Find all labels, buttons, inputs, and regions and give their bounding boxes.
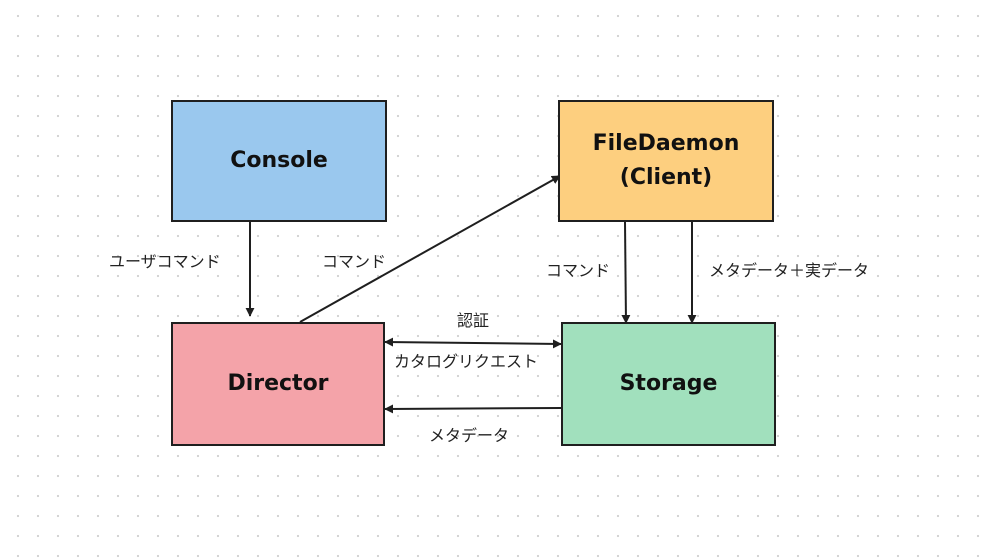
console-label: Console [230, 148, 328, 173]
storage-label: Storage [619, 371, 718, 396]
arrow-storage-to-director [384, 404, 562, 414]
storage-node: Storage [561, 322, 776, 446]
filedaemon-sublabel: (Client) [619, 165, 713, 190]
edge-label-metadata: メタデータ [429, 426, 510, 445]
edge-label-fd-command: コマンド [546, 261, 611, 280]
console-node: Console [171, 100, 387, 222]
edge-label-auth: 認証 [457, 311, 490, 330]
director-label: Director [227, 371, 329, 396]
filedaemon-label: FileDaemon [592, 131, 740, 156]
arrow-director-storage-bidirectional [384, 337, 562, 349]
arrow-director-to-filedaemon [299, 175, 561, 323]
director-node: Director [171, 322, 385, 446]
filedaemon-node: FileDaemon (Client) [558, 100, 774, 222]
edge-label-fd-data: メタデータ＋実データ [709, 261, 870, 280]
arrow-filedaemon-to-storage-command [621, 221, 631, 324]
edge-label-user-command: ユーザコマンド [109, 252, 221, 271]
edge-label-catalog-request: カタログリクエスト [394, 352, 539, 371]
edge-label-director-command: コマンド [322, 252, 387, 271]
